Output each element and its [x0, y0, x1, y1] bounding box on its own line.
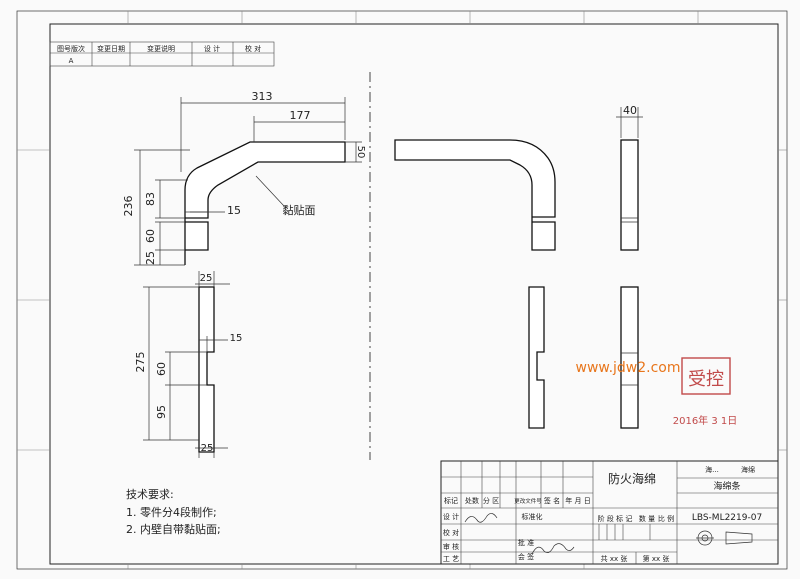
dim-275: 275: [134, 286, 199, 441]
svg-text:83: 83: [144, 192, 157, 206]
tb-scale: 比 例: [658, 514, 674, 523]
tb-total-sheets: 共 xx 张: [601, 554, 628, 563]
tb-check: 校 对: [443, 528, 459, 537]
designer-signature: [464, 513, 498, 523]
dim-40: 40: [616, 104, 643, 138]
watermark-text: www.jdw2.com: [576, 360, 681, 376]
dim-60-bottom: 60: [155, 351, 207, 386]
part-profile-top-left: [184, 141, 346, 265]
tb-company-line: 海...: [705, 465, 719, 474]
tb-design: 设 计: [443, 512, 459, 521]
dim-15-bottom: 15: [199, 333, 242, 352]
part-profile-top-right: [394, 139, 556, 251]
svg-text:25: 25: [200, 273, 213, 284]
tb-part-name: 海绵条: [713, 480, 740, 492]
tb-sheet-no: 第 xx 张: [643, 554, 670, 563]
svg-text:95: 95: [155, 405, 168, 419]
dim-15-top: 15: [185, 204, 241, 217]
rev-header-date: 变更日期: [97, 44, 125, 53]
tb-mark: 标记: [444, 496, 458, 505]
tb-drawing-no: LBS-ML2219-07: [692, 513, 762, 523]
svg-text:50: 50: [355, 146, 366, 159]
tb-company-line2: 海绵: [741, 465, 755, 474]
part-profile-bottom-right: [528, 286, 545, 429]
svg-text:313: 313: [252, 90, 273, 103]
tb-standard: 标准化: [522, 512, 543, 521]
svg-text:40: 40: [623, 104, 637, 117]
rev-header-design: 设 计: [204, 44, 220, 53]
side-view: [620, 139, 639, 429]
svg-text:275: 275: [134, 352, 147, 373]
adhesive-callout: 黏贴面: [255, 175, 316, 217]
svg-text:15: 15: [227, 204, 241, 217]
rev-version: A: [69, 57, 74, 65]
dim-25-top-left: 25: [144, 250, 161, 265]
rev-header-check: 校 对: [245, 44, 261, 53]
svg-text:25: 25: [144, 251, 157, 265]
title-block: 标记 处数 分 区 更改文件号 签 名 年 月 日 设 计 标准化 校 对 审 …: [440, 460, 779, 565]
part-profile-bottom-left: [198, 286, 215, 453]
svg-text:236: 236: [122, 196, 135, 217]
rev-header-drawing-no: 图号版次: [57, 44, 85, 53]
dim-313: 313: [180, 90, 346, 172]
stamp-date: 2016年 3 1日: [673, 414, 738, 427]
dim-60-top: 60: [144, 221, 185, 251]
dim-95: 95: [155, 385, 171, 440]
projection-symbol: [696, 530, 753, 546]
tb-approve: 批 准: [518, 538, 534, 547]
tb-sign: 签 名: [544, 496, 560, 505]
border-tick-marks: [17, 11, 787, 569]
svg-text:25: 25: [201, 443, 214, 454]
notes-line-2: 2. 内壁自带黏贴面;: [126, 522, 221, 536]
svg-text:177: 177: [290, 109, 311, 122]
controlled-stamp: 受控 2016年 3 1日: [673, 357, 738, 427]
tb-zone: 分 区: [483, 496, 499, 505]
tb-stage-mark: 阶 段 标 记: [598, 514, 633, 523]
outer-border: [16, 10, 788, 570]
dim-25-bottom: 25: [195, 443, 228, 458]
tb-process: 工 艺: [443, 555, 459, 563]
notes-heading: 技术要求:: [126, 488, 174, 501]
svg-text:15: 15: [230, 333, 243, 344]
callout-label: 黏贴面: [283, 203, 316, 217]
revision-table: 图号版次 变更日期 变更说明 设 计 校 对 A: [49, 41, 275, 67]
inner-border: [49, 23, 779, 565]
notes-line-1: 1. 零件分4段制作;: [126, 505, 217, 519]
dim-177: 177: [253, 109, 345, 142]
tb-material: 防火海绵: [608, 471, 656, 486]
dim-236: 236: [122, 149, 190, 266]
rev-header-description: 变更说明: [147, 44, 175, 53]
dim-50: 50: [345, 141, 366, 163]
tb-quantity: 数 量: [639, 514, 655, 523]
tb-change-doc: 更改文件号: [514, 497, 542, 505]
tb-cosign: 会 签: [518, 552, 534, 561]
tb-count: 处数: [465, 496, 479, 505]
svg-text:60: 60: [155, 362, 168, 376]
tb-date: 年 月 日: [565, 496, 590, 505]
tb-review: 审 核: [443, 542, 459, 551]
approver-signature: [531, 543, 575, 555]
dim-83: 83: [144, 179, 188, 219]
dim-25-bottom-top: 25: [195, 271, 230, 287]
svg-text:60: 60: [144, 229, 157, 243]
stamp-text: 受控: [688, 369, 724, 390]
